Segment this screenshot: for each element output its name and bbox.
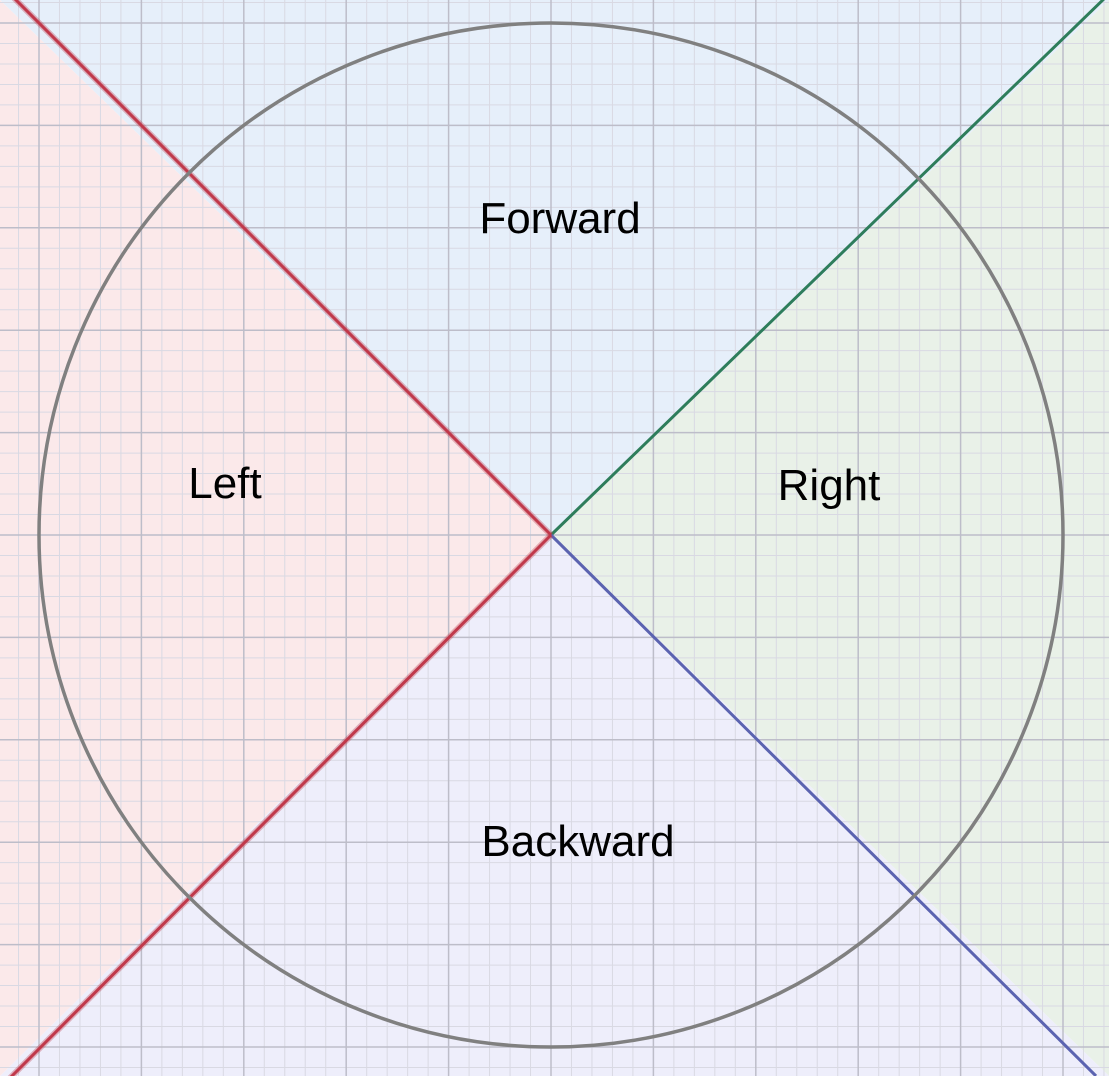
left-backward-boundary-line-core	[9, 533, 553, 1076]
forward-region	[0, 0, 1109, 535]
backward-region	[0, 535, 1109, 1076]
left-label: Left	[188, 459, 261, 508]
right-label: Right	[778, 461, 881, 510]
left-forward-boundary-line-core	[13, 0, 553, 537]
backward-label: Backward	[481, 817, 674, 866]
outer-circle	[37, 21, 1065, 1049]
forward-label: Forward	[479, 194, 640, 243]
backward-right-boundary-line	[549, 533, 1098, 1076]
forward-right-boundary-line	[549, 0, 1105, 537]
